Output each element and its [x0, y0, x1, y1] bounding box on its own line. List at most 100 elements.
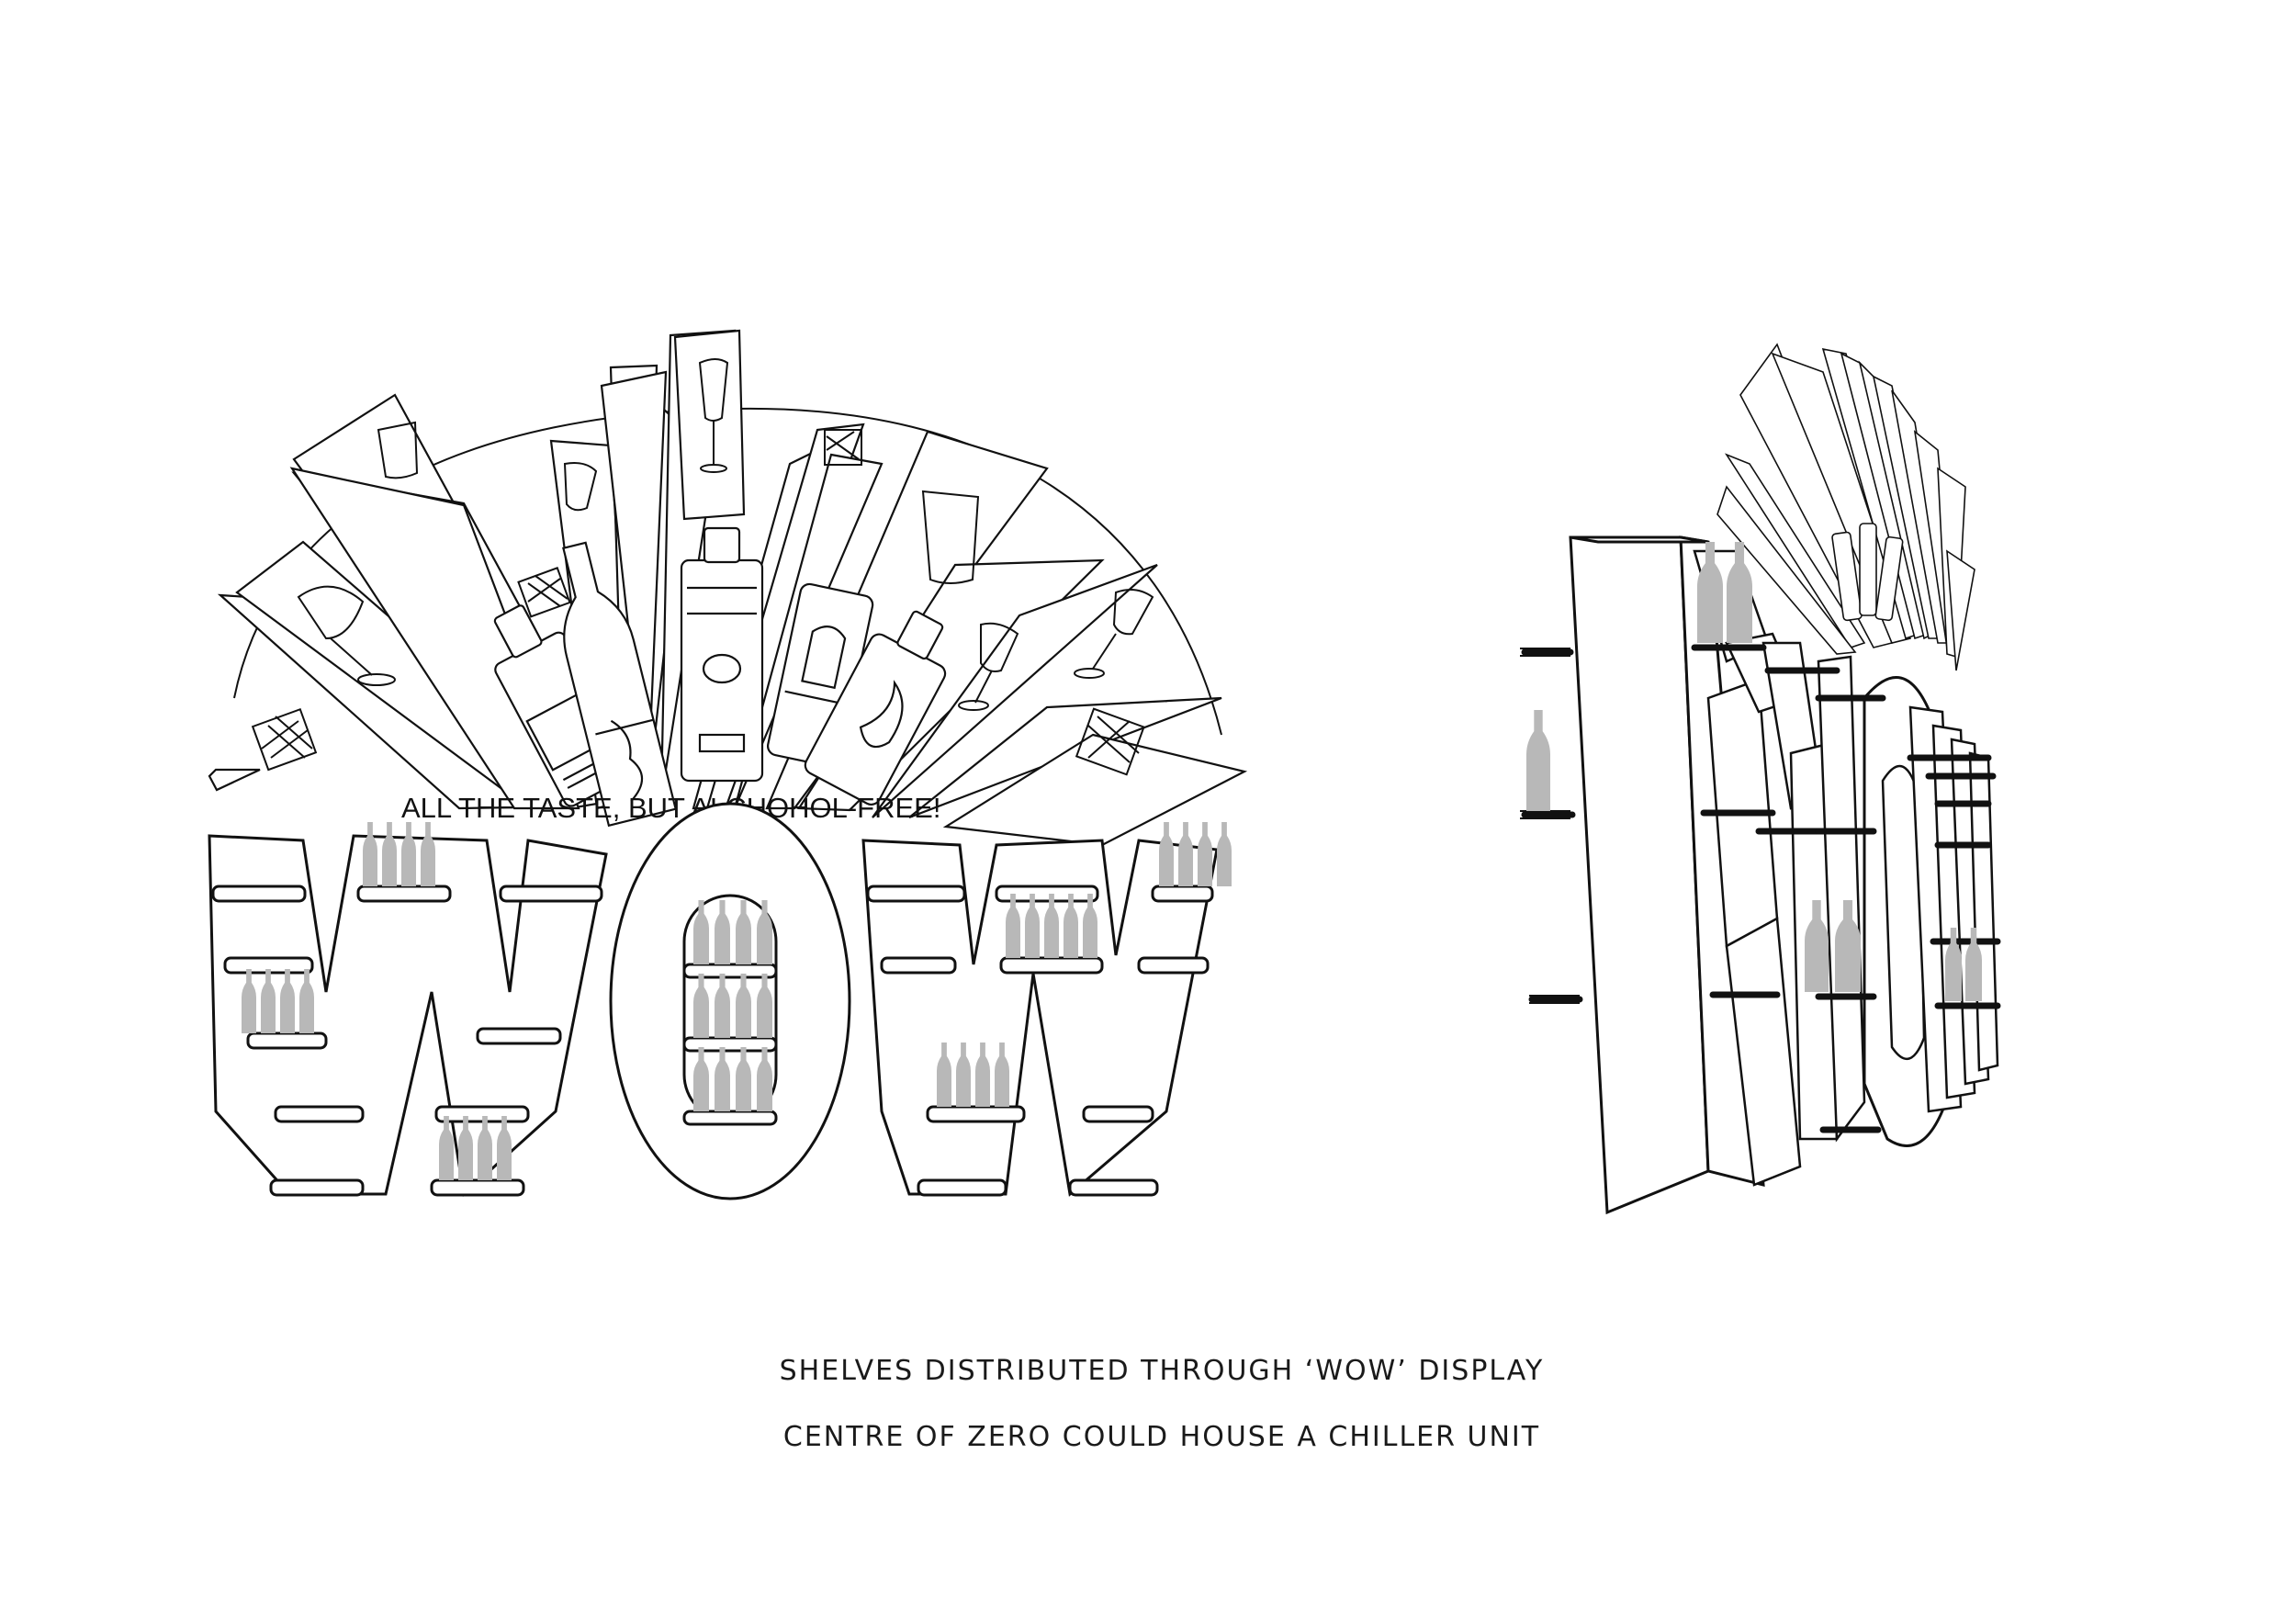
bottle-icon — [458, 1116, 473, 1180]
fan-panel — [872, 563, 1158, 818]
shelf — [880, 956, 957, 975]
rocks-glass-icon — [1075, 707, 1145, 776]
bottle-icon — [280, 969, 295, 1033]
shelf — [356, 885, 452, 903]
shelf — [999, 956, 1104, 975]
caption-shelves: SHELVES DISTRIBUTED THROUGH ‘WOW’ DISPLA… — [779, 1355, 1545, 1387]
fan-panel — [600, 370, 668, 800]
shelf — [1151, 885, 1214, 903]
bottle-icon — [363, 822, 377, 886]
bottle-icon — [1805, 900, 1829, 992]
front-view: ALL THE TASTE, BUT ALCHOHOL-FREE! — [208, 329, 1248, 1200]
shelf — [1068, 1178, 1159, 1197]
bottle-icon — [995, 1043, 1009, 1107]
caption-chiller: CENTRE OF ZERO COULD HOUSE A CHILLER UNI… — [782, 1421, 1541, 1453]
bottle-icon — [937, 1043, 951, 1107]
shelf — [1082, 1105, 1154, 1123]
side-w-top — [1570, 535, 1709, 544]
tagline: ALL THE TASTE, BUT ALCHOHOL-FREE! — [401, 792, 940, 824]
shelf-bottles — [242, 822, 1232, 1180]
shelf — [269, 1178, 365, 1197]
side-bottles — [1526, 542, 1982, 1001]
bottle-icon — [439, 1116, 454, 1180]
shelf — [499, 885, 603, 903]
bottle-group — [242, 822, 1232, 1180]
wine-glass-icon — [958, 622, 1019, 711]
rocks-glass-icon — [824, 429, 862, 466]
side-fan-panel — [1716, 485, 1857, 655]
side-fan-bottle — [1859, 523, 1877, 616]
rocks-glass-icon — [251, 707, 318, 772]
bottle-icon — [975, 1043, 990, 1107]
bottle-icon — [299, 969, 314, 1033]
side-view — [1520, 343, 2001, 1215]
bottle-icon — [1044, 894, 1059, 958]
shelf — [246, 1031, 328, 1050]
bottle-icon — [757, 900, 772, 964]
side-w-letterform — [1693, 549, 1866, 1187]
bottle-icon — [1727, 542, 1752, 643]
shelf — [917, 1178, 1007, 1197]
side-fan-panel — [1946, 549, 1975, 671]
shelf — [434, 1105, 530, 1123]
shelf — [866, 885, 966, 903]
bottle-icon — [693, 974, 709, 1038]
panel-left-long — [289, 467, 580, 810]
glass-icons — [251, 358, 1154, 776]
bottle-group — [1526, 542, 1982, 1001]
wine-glass-icon — [1074, 588, 1154, 679]
fan-bottles — [493, 526, 947, 828]
bottle-icon — [478, 1116, 492, 1180]
bottle-icon — [1083, 894, 1097, 958]
bottle-icon — [1697, 542, 1723, 643]
shelf — [211, 885, 307, 903]
bottle-icon — [736, 1047, 751, 1111]
bottle-icon — [715, 974, 730, 1038]
bottle-icon — [1945, 928, 1962, 1001]
shelf — [1137, 956, 1210, 975]
cocktail-glass-icon — [297, 585, 396, 686]
bottle-icon — [1526, 710, 1550, 811]
bottle-icon — [693, 1047, 709, 1111]
bottle-icon — [261, 969, 276, 1033]
fan-panel — [208, 768, 261, 792]
bottle-icon — [401, 822, 416, 886]
side-w-stroke — [1725, 916, 1802, 1187]
wine-glass-icon — [563, 462, 598, 512]
bottle-icon — [1159, 822, 1174, 886]
bottle-icon — [693, 900, 709, 964]
bottle-icon — [1965, 928, 1982, 1001]
bottle-icon — [715, 1047, 730, 1111]
front-shelves — [211, 885, 1214, 1197]
rum-bottle — [804, 610, 947, 806]
shelf — [476, 1027, 562, 1045]
bottle-icon — [757, 974, 772, 1038]
bottle-icon — [715, 900, 730, 964]
bottle-icon — [242, 969, 256, 1033]
bottle-icon — [736, 974, 751, 1038]
bottle-icon — [1178, 822, 1193, 886]
bottle-icon — [1198, 822, 1212, 886]
bottle-icon — [497, 1116, 512, 1180]
shelf — [274, 1105, 365, 1123]
side-fan-bottle — [1831, 531, 1863, 622]
side-w-stroke — [1817, 655, 1866, 1143]
bottle-icon — [757, 1047, 772, 1111]
bottle-icon — [956, 1043, 971, 1107]
letter-o-center — [609, 802, 851, 1200]
pint-glass-icon — [377, 421, 419, 479]
side-fan-panel — [1724, 453, 1866, 648]
rocks-glass-icon — [517, 567, 571, 618]
pint-glass-icon — [921, 490, 980, 584]
side-fan — [1716, 343, 1975, 671]
bottle-icon — [1835, 900, 1861, 992]
bottle-icon — [1064, 894, 1078, 958]
bottle-icon — [421, 822, 435, 886]
bottle-icon — [1025, 894, 1040, 958]
side-shelves — [1521, 644, 2001, 1133]
bottle-icon — [382, 822, 397, 886]
shelf — [682, 1110, 778, 1126]
bottle-icon — [1006, 894, 1020, 958]
wine-bottle — [562, 541, 678, 828]
